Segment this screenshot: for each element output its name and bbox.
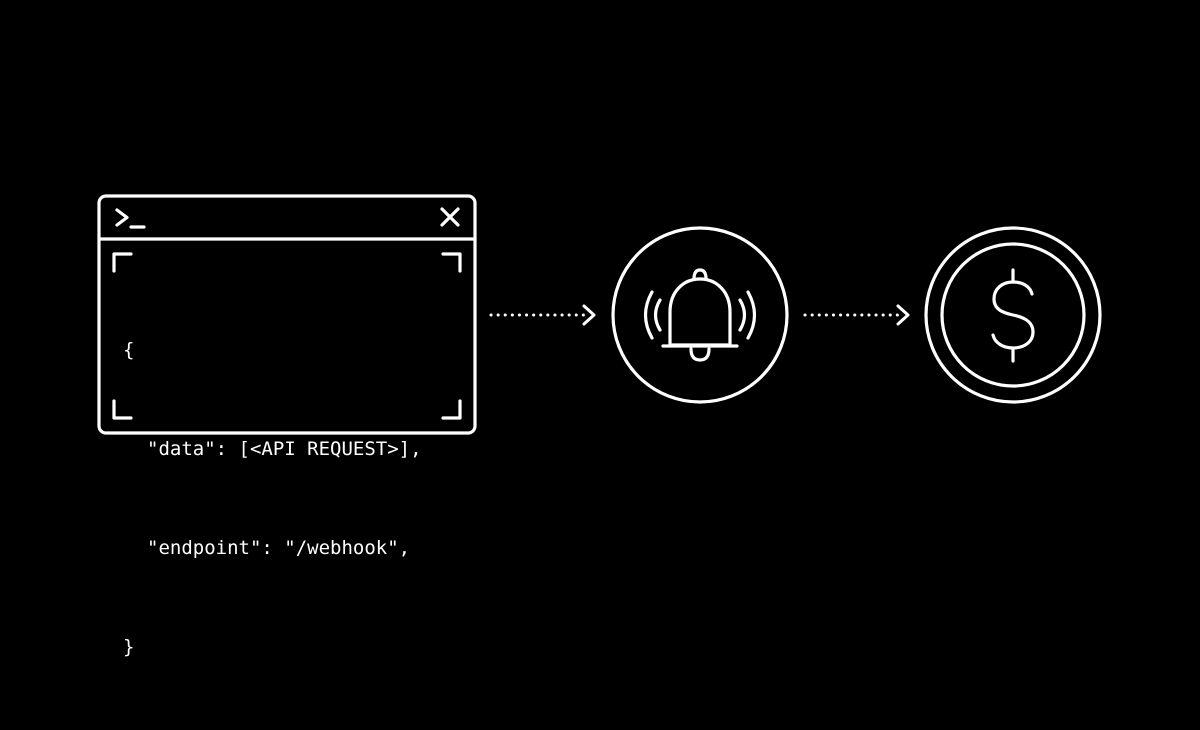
- arrowhead: [896, 304, 910, 326]
- diagram-canvas: [97, 194, 1102, 435]
- terminal-window: [97, 194, 477, 435]
- coin-inner-ring: [940, 242, 1086, 388]
- connector-arrow-2: [803, 304, 910, 326]
- bell-top-knob: [692, 268, 708, 281]
- terminal-code: { "data": [<API REQUEST>], "endpoint": "…: [123, 268, 422, 730]
- webhook-flow-diagram: { "data": [<API REQUEST>], "endpoint": "…: [97, 194, 1102, 658]
- sound-wave-left-outer: [643, 290, 654, 340]
- corner-bracket-top-right: [441, 252, 462, 273]
- dollar-s-curve: [991, 280, 1035, 350]
- bell-clapper: [689, 347, 711, 362]
- close-icon[interactable]: [440, 207, 460, 227]
- terminal-frame: [97, 194, 477, 435]
- sound-wave-left-inner: [653, 298, 662, 332]
- bell-body: [668, 277, 732, 347]
- bell-circle: [611, 226, 789, 404]
- sound-wave-right-inner: [738, 298, 747, 332]
- corner-bracket-top-left: [112, 252, 133, 273]
- corner-bracket-bottom-left: [112, 399, 133, 420]
- code-line-open-brace: {: [123, 339, 135, 361]
- ringing-bell-icon: [611, 226, 789, 404]
- coin-outer-ring: [924, 226, 1102, 404]
- code-line-endpoint: "endpoint": "/webhook",: [147, 537, 411, 559]
- sound-wave-right-outer: [746, 290, 757, 340]
- connector-arrow-1: [489, 304, 596, 326]
- dollar-coin-icon: [924, 226, 1102, 404]
- arrowhead: [582, 304, 596, 326]
- corner-bracket-bottom-right: [441, 399, 462, 420]
- terminal-prompt-icon: [115, 208, 146, 229]
- code-line-data: "data": [<API REQUEST>],: [147, 438, 422, 460]
- code-line-close-brace: }: [123, 636, 135, 658]
